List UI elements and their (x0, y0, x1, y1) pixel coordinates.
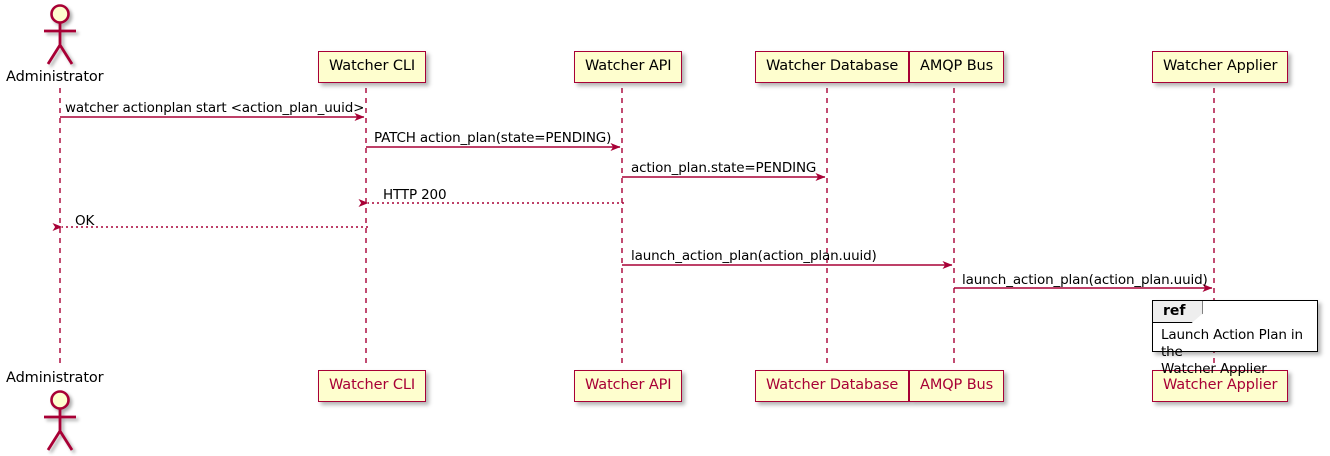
participant-box-api-bottom[interactable]: Watcher API (574, 370, 683, 402)
ref-fragment-tab-label: ref (1153, 301, 1203, 323)
participant-box-applier-bottom[interactable]: Watcher Applier (1152, 370, 1289, 402)
message-label-launch-action-plan-applier: launch_action_plan(action_plan.uuid) (962, 272, 1208, 288)
message-label-http-200: HTTP 200 (383, 187, 447, 203)
message-label-patch-action-plan: PATCH action_plan(state=PENDING) (374, 130, 612, 146)
participant-box-amqp-bottom[interactable]: AMQP Bus (909, 370, 1005, 402)
message-label-action-plan-state-pending: action_plan.state=PENDING (631, 160, 817, 176)
participant-box-cli-top[interactable]: Watcher CLI (318, 51, 427, 83)
ref-fragment[interactable]: ref Launch Action Plan in the Watcher Ap… (1152, 300, 1318, 377)
lifelines (59, 88, 1215, 368)
actor-label-administrator-top: Administrator (6, 69, 104, 85)
message-arrows (52, 113, 1213, 292)
message-label-ok: OK (75, 213, 95, 229)
participant-box-api-top[interactable]: Watcher API (574, 51, 683, 83)
participant-box-db-top[interactable]: Watcher Database (755, 51, 910, 83)
participant-box-applier-top[interactable]: Watcher Applier (1152, 51, 1289, 83)
message-label-launch-action-plan-amqp: launch_action_plan(action_plan.uuid) (631, 248, 877, 264)
actor-figure-bottom (44, 390, 76, 451)
ref-fragment-line-2: Watcher Applier (1161, 361, 1267, 377)
ref-fragment-body: Launch Action Plan in the Watcher Applie… (1161, 327, 1317, 378)
participant-box-db-bottom[interactable]: Watcher Database (755, 370, 910, 402)
actor-figure-top (44, 4, 76, 65)
participant-box-amqp-top[interactable]: AMQP Bus (909, 51, 1005, 83)
participant-box-cli-bottom[interactable]: Watcher CLI (318, 370, 427, 402)
ref-fragment-line-1: Launch Action Plan in the (1161, 327, 1303, 360)
actor-label-administrator-bottom: Administrator (6, 370, 104, 386)
message-label-actionplan-start: watcher actionplan start <action_plan_uu… (65, 100, 365, 116)
